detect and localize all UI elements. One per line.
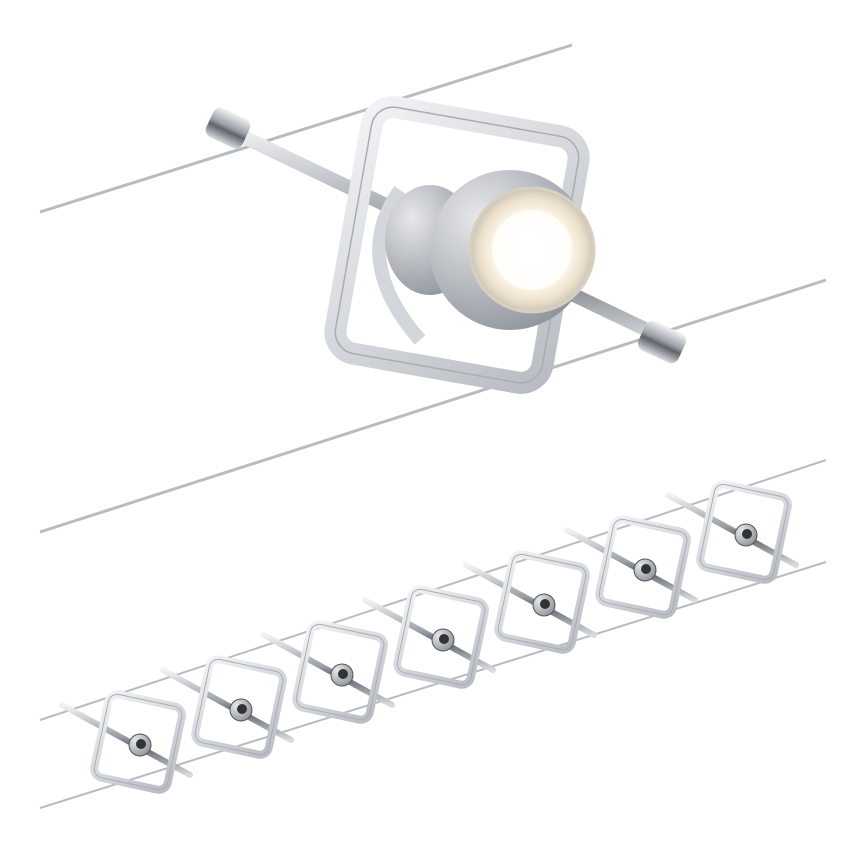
wire-lower (39, 278, 827, 534)
spotlight-small (59, 690, 193, 794)
end-cap-right (637, 320, 687, 364)
spotlight-small (564, 515, 698, 619)
spotlight-small (463, 550, 597, 654)
spotlight-large (205, 96, 687, 394)
spotlight-small (160, 655, 294, 759)
spotlight-small (261, 620, 395, 724)
spotlight-small (665, 480, 799, 584)
yoke (372, 185, 426, 345)
end-cap-left (205, 107, 251, 149)
wire-small-lower (39, 561, 827, 809)
wire-upper (39, 43, 573, 214)
spotlight-small (362, 585, 496, 689)
